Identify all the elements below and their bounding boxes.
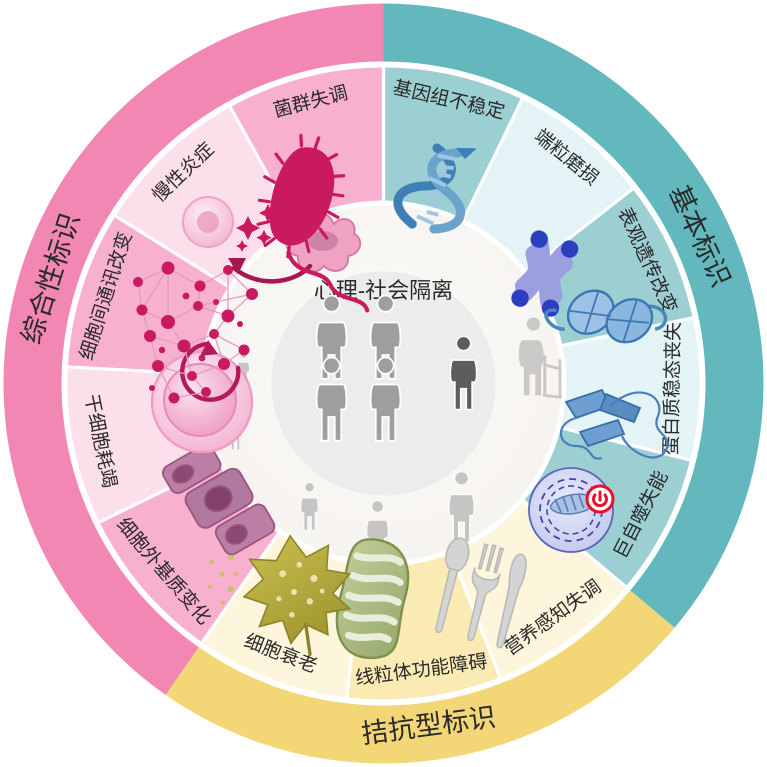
extracellular-matrix-cells-icon (162, 444, 276, 556)
stem-cell-renewal-icon (150, 340, 254, 454)
cell-network-icon (133, 261, 258, 404)
human-figure-faint-bottom-right (448, 470, 475, 544)
dna-helix-icon (393, 143, 477, 234)
segment-cell-network[interactable] (67, 216, 229, 374)
power-off-icon (585, 484, 615, 514)
group-band-primary[interactable] (383, 3, 764, 628)
protein-fold-icon (559, 388, 669, 460)
nucleosome-icon (544, 289, 668, 344)
autophagosome-icon (528, 467, 614, 553)
mitochondrion-icon (335, 538, 410, 660)
human-figure-cluster-4 (369, 356, 402, 442)
human-figure-faint-bottom-left (300, 482, 319, 531)
group-band-antagonistic[interactable] (165, 590, 675, 764)
segment-divider (114, 214, 230, 288)
elderly-with-walker-figure (518, 317, 563, 399)
segment-bacterium[interactable] (230, 67, 384, 224)
segment-dna-helix[interactable] (383, 67, 523, 220)
segment-protein-fold[interactable] (561, 317, 700, 460)
human-figure-isolated (449, 335, 478, 411)
group-band-integrative[interactable] (3, 3, 384, 695)
segment-label: 蛋白质稳态丧失 (660, 322, 684, 455)
human-figure-cluster-1 (315, 294, 348, 380)
inflammation-macrophage-icon (182, 196, 362, 284)
segment-divider (462, 98, 524, 220)
bacterium-icon (256, 133, 370, 313)
cutlery-icon (435, 537, 527, 649)
human-figure-cluster-3 (315, 356, 348, 442)
segment-chromosome[interactable] (463, 99, 633, 271)
dry-leaf-icon (207, 534, 352, 656)
human-figure-cluster-2 (369, 294, 402, 380)
segment-divider (200, 532, 280, 644)
human-figure-group (228, 294, 563, 562)
